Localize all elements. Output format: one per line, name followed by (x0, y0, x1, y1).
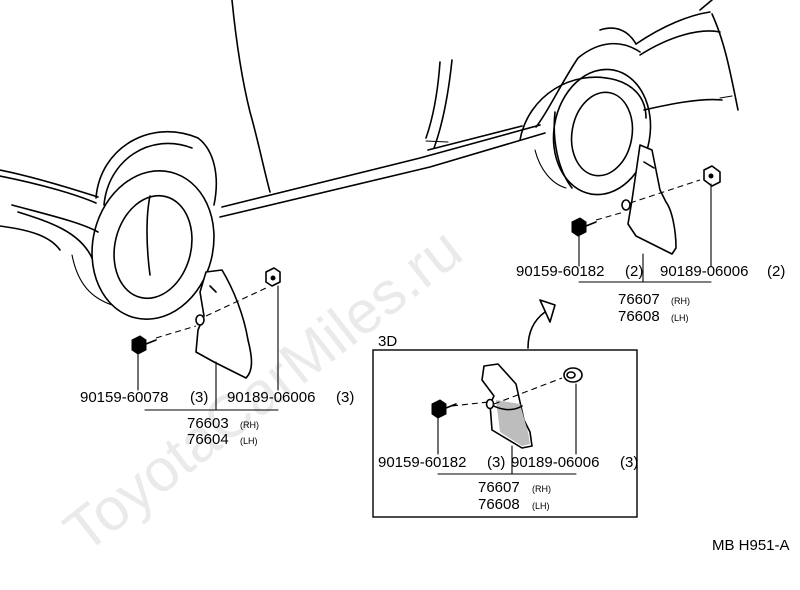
detail-clip-number: 90189-06006 (511, 454, 599, 471)
rear-clip-icon (703, 165, 721, 187)
front-mudguard-assembly (131, 267, 281, 411)
rear-wheel (519, 68, 652, 196)
front-bolt-qty: (3) (190, 389, 208, 406)
detail-part-rh-number: 76607 (478, 479, 520, 496)
front-clip-number: 90189-06006 (227, 389, 315, 406)
rear-part-lh-side: (LH) (671, 313, 689, 323)
front-part-rh-side: (RH) (240, 420, 259, 430)
front-part-rh-number: 76603 (187, 415, 229, 432)
detail-part-rh-side: (RH) (532, 484, 551, 494)
rear-mudguard-assembly (571, 144, 721, 283)
front-part-lh-number: 76604 (187, 431, 229, 448)
detail-bolt-number: 90159-60182 (378, 454, 466, 471)
rear-part-lh-number: 76608 (618, 308, 660, 325)
rear-bolt-icon (571, 217, 597, 237)
detail-inset-label: 3D (378, 333, 397, 350)
detail-part-lh-side: (LH) (532, 501, 550, 511)
detail-clip-qty: (3) (620, 454, 638, 471)
rear-clip-number: 90189-06006 (660, 263, 748, 280)
detail-bolt-qty: (3) (487, 454, 505, 471)
detail-clip-icon (563, 367, 583, 383)
rear-bolt-qty: (2) (625, 263, 643, 280)
front-clip-qty: (3) (336, 389, 354, 406)
figure-code: MB H951-A (712, 537, 790, 554)
front-bolt-number: 90159-60078 (80, 389, 168, 406)
front-part-lh-side: (LH) (240, 436, 258, 446)
rear-clip-qty: (2) (767, 263, 785, 280)
rear-part-rh-number: 76607 (618, 291, 660, 308)
detail-part-lh-number: 76608 (478, 496, 520, 513)
car-body-outline (0, 0, 739, 259)
front-clip-icon (265, 267, 281, 287)
detail-inset-3d: 3D 90159-60182 (3) 90189-06006 (3) 76607… (372, 333, 638, 518)
front-wheel (71, 130, 218, 321)
detail-bolt-icon (431, 399, 457, 419)
front-bolt-icon (131, 335, 157, 355)
rear-bolt-number: 90159-60182 (516, 263, 604, 280)
detail-pointer-arrow (527, 299, 556, 349)
rear-part-rh-side: (RH) (671, 296, 690, 306)
